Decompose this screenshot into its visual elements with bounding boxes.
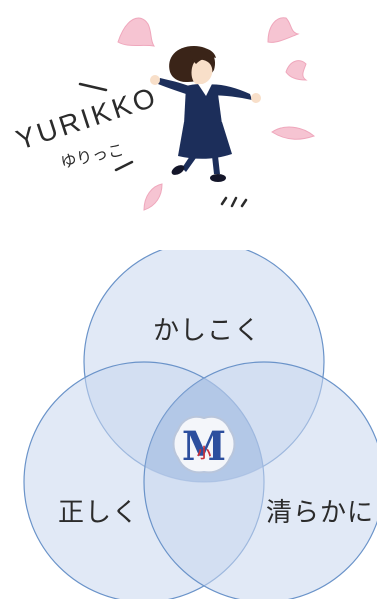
motion-lines bbox=[78, 82, 248, 208]
petal-icon bbox=[271, 126, 316, 140]
petal-icon bbox=[117, 17, 156, 47]
name-en-text: YURIKKO bbox=[12, 81, 161, 156]
petal-icon bbox=[267, 17, 300, 43]
venn-label-right: 清らかに bbox=[266, 498, 375, 528]
yurikko-illustration: YURIKKO ゆりっこ bbox=[12, 17, 316, 211]
emblem-letter: M bbox=[182, 423, 226, 470]
venn-label-top: かしこく bbox=[153, 316, 262, 346]
emblem-inner-char: 小 bbox=[197, 446, 211, 462]
venn-diagram: M 小 bbox=[23, 250, 377, 599]
name-jp-text: ゆりっこ bbox=[59, 140, 126, 172]
schoolgirl-figure bbox=[150, 46, 261, 182]
venn-label-left: 正しく bbox=[58, 498, 140, 528]
school-emblem: M 小 bbox=[172, 415, 236, 474]
cherry-petals bbox=[117, 17, 316, 211]
petal-icon bbox=[143, 183, 163, 211]
petal-icon bbox=[285, 60, 308, 81]
